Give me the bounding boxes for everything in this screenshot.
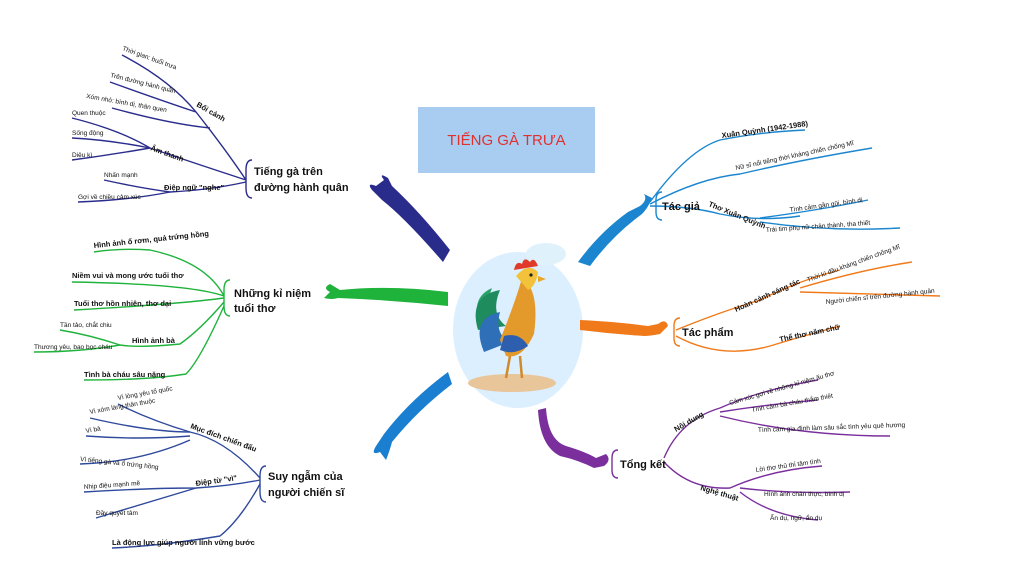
node-quen-thuoc: Quen thuộc — [72, 110, 106, 117]
node-thoi-ki-dau: Thời kì đầu kháng chiến chống Mĩ — [806, 241, 902, 283]
branch-right-top-label: Tác giả — [662, 201, 701, 213]
node-tinh-cam-gan-gui: Tình cảm gần gũi, bình dị — [789, 195, 863, 214]
node-day-quyet-tam: Đầy quyết tâm — [96, 508, 138, 517]
node-nu-si: Nữ sĩ nổi tiếng thời kháng chiến chống M… — [735, 138, 856, 172]
node-xuan-quynh: Xuân Quỳnh (1942-1988) — [721, 119, 809, 140]
node-tinh-ba-chau: Tình bà cháu sâu nặng — [84, 370, 166, 379]
node-noi-dung: Nội dung — [673, 409, 706, 433]
node-diep-ngu-nghe: Điệp ngữ "nghe" — [164, 183, 224, 192]
main-branches — [324, 175, 668, 468]
node-nhip-dieu: Nhịp điệu mạnh mẽ — [84, 480, 141, 491]
branch-left-top-label-2: đường hành quân — [254, 182, 349, 194]
node-hoan-canh: Hoàn cảnh sáng tác — [733, 277, 801, 314]
node-the-tho: Thể thơ năm chữ — [779, 322, 842, 344]
node-muc-dich: Mục đích chiến đấu — [189, 421, 258, 453]
node-tan-tao: Tần tảo, chắt chiu — [60, 320, 112, 329]
label-brackets — [223, 159, 681, 503]
node-goi-ve: Gợi về chiều cảm xúc — [78, 192, 142, 201]
node-vi-ba: Vì bà — [85, 425, 102, 435]
node-hon-nhien: Tuổi thơ hồn nhiên, thơ dại — [74, 299, 171, 308]
title-box: TIẾNG GÀ TRƯA — [418, 107, 595, 173]
node-tinh-cam-gia-dinh: Tình cảm gia đình làm sâu sắc tình yêu q… — [758, 420, 906, 434]
node-tho-xuan-quynh: Thơ Xuân Quỳnh — [707, 200, 767, 231]
branch-right-bottom-label: Tổng kết — [620, 459, 666, 471]
node-thuong-yeu: Thương yêu, bao bọc cháu — [34, 344, 113, 351]
node-am-thanh: Âm thanh — [149, 143, 185, 163]
branch-right-mid-label: Tác phẩm — [682, 327, 734, 339]
node-dieu-ki: Diệu kì — [72, 152, 92, 159]
branch-left-mid-label-2: tuổi thơ — [234, 303, 276, 315]
node-niem-vui: Niềm vui và mong ước tuổi thơ — [72, 271, 184, 280]
branch-left-mid-label-1: Những kỉ niệm — [234, 288, 311, 300]
node-song-dong: Sống động — [72, 128, 104, 137]
node-nguoi-chien-si: Người chiến sĩ trên đường hành quân — [825, 286, 935, 306]
rooster-illustration — [453, 243, 583, 408]
thin-branches — [33, 54, 941, 549]
node-thoi-gian: Thời gian: buổi trưa — [121, 44, 178, 71]
node-boi-canh: Bối cảnh — [195, 100, 227, 124]
node-trai-tim: Trái tim phụ nữ chân thành, tha thiết — [766, 218, 871, 234]
node-an-du: Ẩn dụ, ngữ, ẩn dụ — [770, 513, 822, 522]
node-hinh-anh-ba: Hình ảnh bà — [132, 336, 176, 345]
node-hinh-anh-chan-thuc: Hình ảnh chân thực, bình dị — [764, 491, 844, 498]
node-dong-luc: Là động lực giúp người lính vững bước — [112, 538, 255, 547]
node-vi-tieng-ga: Vì tiếng gà và ổ trứng hồng — [80, 454, 160, 471]
branch-left-bottom-label-1: Suy ngẫm của — [268, 470, 343, 483]
node-nhan-manh: Nhấn mạnh — [104, 170, 138, 179]
branch-left-bottom-label-2: người chiến sĩ — [268, 487, 345, 499]
node-o-rom: Hình ảnh ổ rơm, quả trứng hồng — [93, 229, 209, 250]
branch-left-top-label-1: Tiếng gà trên — [254, 166, 323, 178]
node-loi-tho: Lời thơ thủ thỉ tâm tình — [755, 457, 821, 474]
map-title: TIẾNG GÀ TRƯA — [447, 131, 566, 149]
